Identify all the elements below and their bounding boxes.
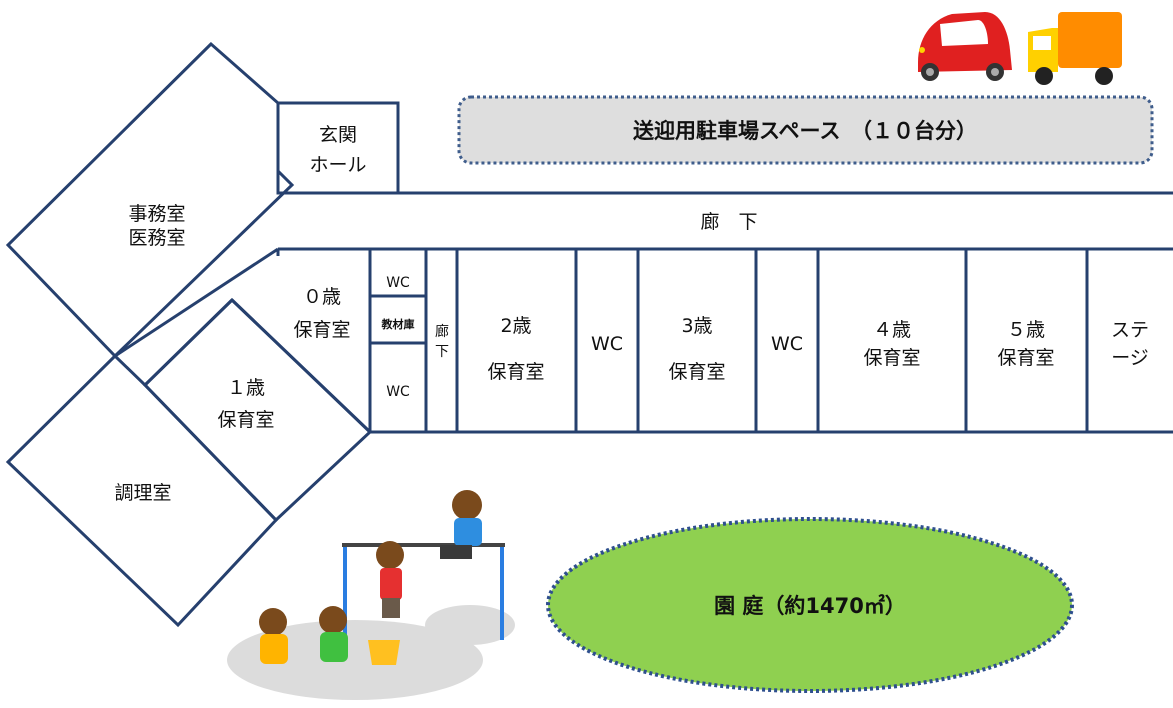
age2-room-label: 保育室 <box>487 361 544 383</box>
age4-label: ４歳 <box>873 319 911 341</box>
age3-room-label: 保育室 <box>668 361 725 383</box>
wc-top-label: WC <box>386 275 410 291</box>
entrance-label: 玄関 <box>319 124 357 146</box>
office-room <box>5 41 295 359</box>
orange-truck-icon <box>1028 12 1122 85</box>
kitchen-room <box>5 353 279 628</box>
corridor-v-label-1: 廊 <box>435 323 449 340</box>
corridor-v-label-2: 下 <box>435 344 449 360</box>
kitchen-label: 調理室 <box>114 482 171 504</box>
wc-a-label: WC <box>591 333 623 355</box>
age0-label: ０歳 <box>303 286 341 308</box>
playground-children-illustration <box>227 490 515 700</box>
stage-label-1: ステ <box>1111 319 1149 341</box>
age2-label: 2歳 <box>500 315 531 337</box>
parking-space <box>457 95 1154 165</box>
wc-bottom-label: WC <box>386 384 410 400</box>
office-label: 事務室 <box>128 203 185 225</box>
age4-room-label: 保育室 <box>863 347 920 369</box>
medical-label: 医務室 <box>128 227 185 249</box>
age0-room-label: 保育室 <box>293 319 350 341</box>
storage-label: 教材庫 <box>381 317 415 331</box>
red-car-icon <box>918 12 1012 81</box>
age5-label: ５歳 <box>1007 319 1045 341</box>
corridor-label: 廊 下 <box>700 211 757 233</box>
hall-label: ホール <box>309 154 366 176</box>
entrance-hall <box>276 101 400 195</box>
age1-room-label: 保育室 <box>217 409 274 431</box>
playground-yard <box>546 517 1074 693</box>
age3-label: 3歳 <box>681 315 712 337</box>
stage-label-2: ージ <box>1111 347 1149 369</box>
age5-room-label: 保育室 <box>997 347 1054 369</box>
yard-label: 園 庭（約1470㎡） <box>714 594 906 618</box>
parking-label: 送迎用駐車場スペース （１０台分） <box>633 119 977 143</box>
age1-label: １歳 <box>227 377 265 399</box>
wc-b-label: WC <box>771 333 803 355</box>
